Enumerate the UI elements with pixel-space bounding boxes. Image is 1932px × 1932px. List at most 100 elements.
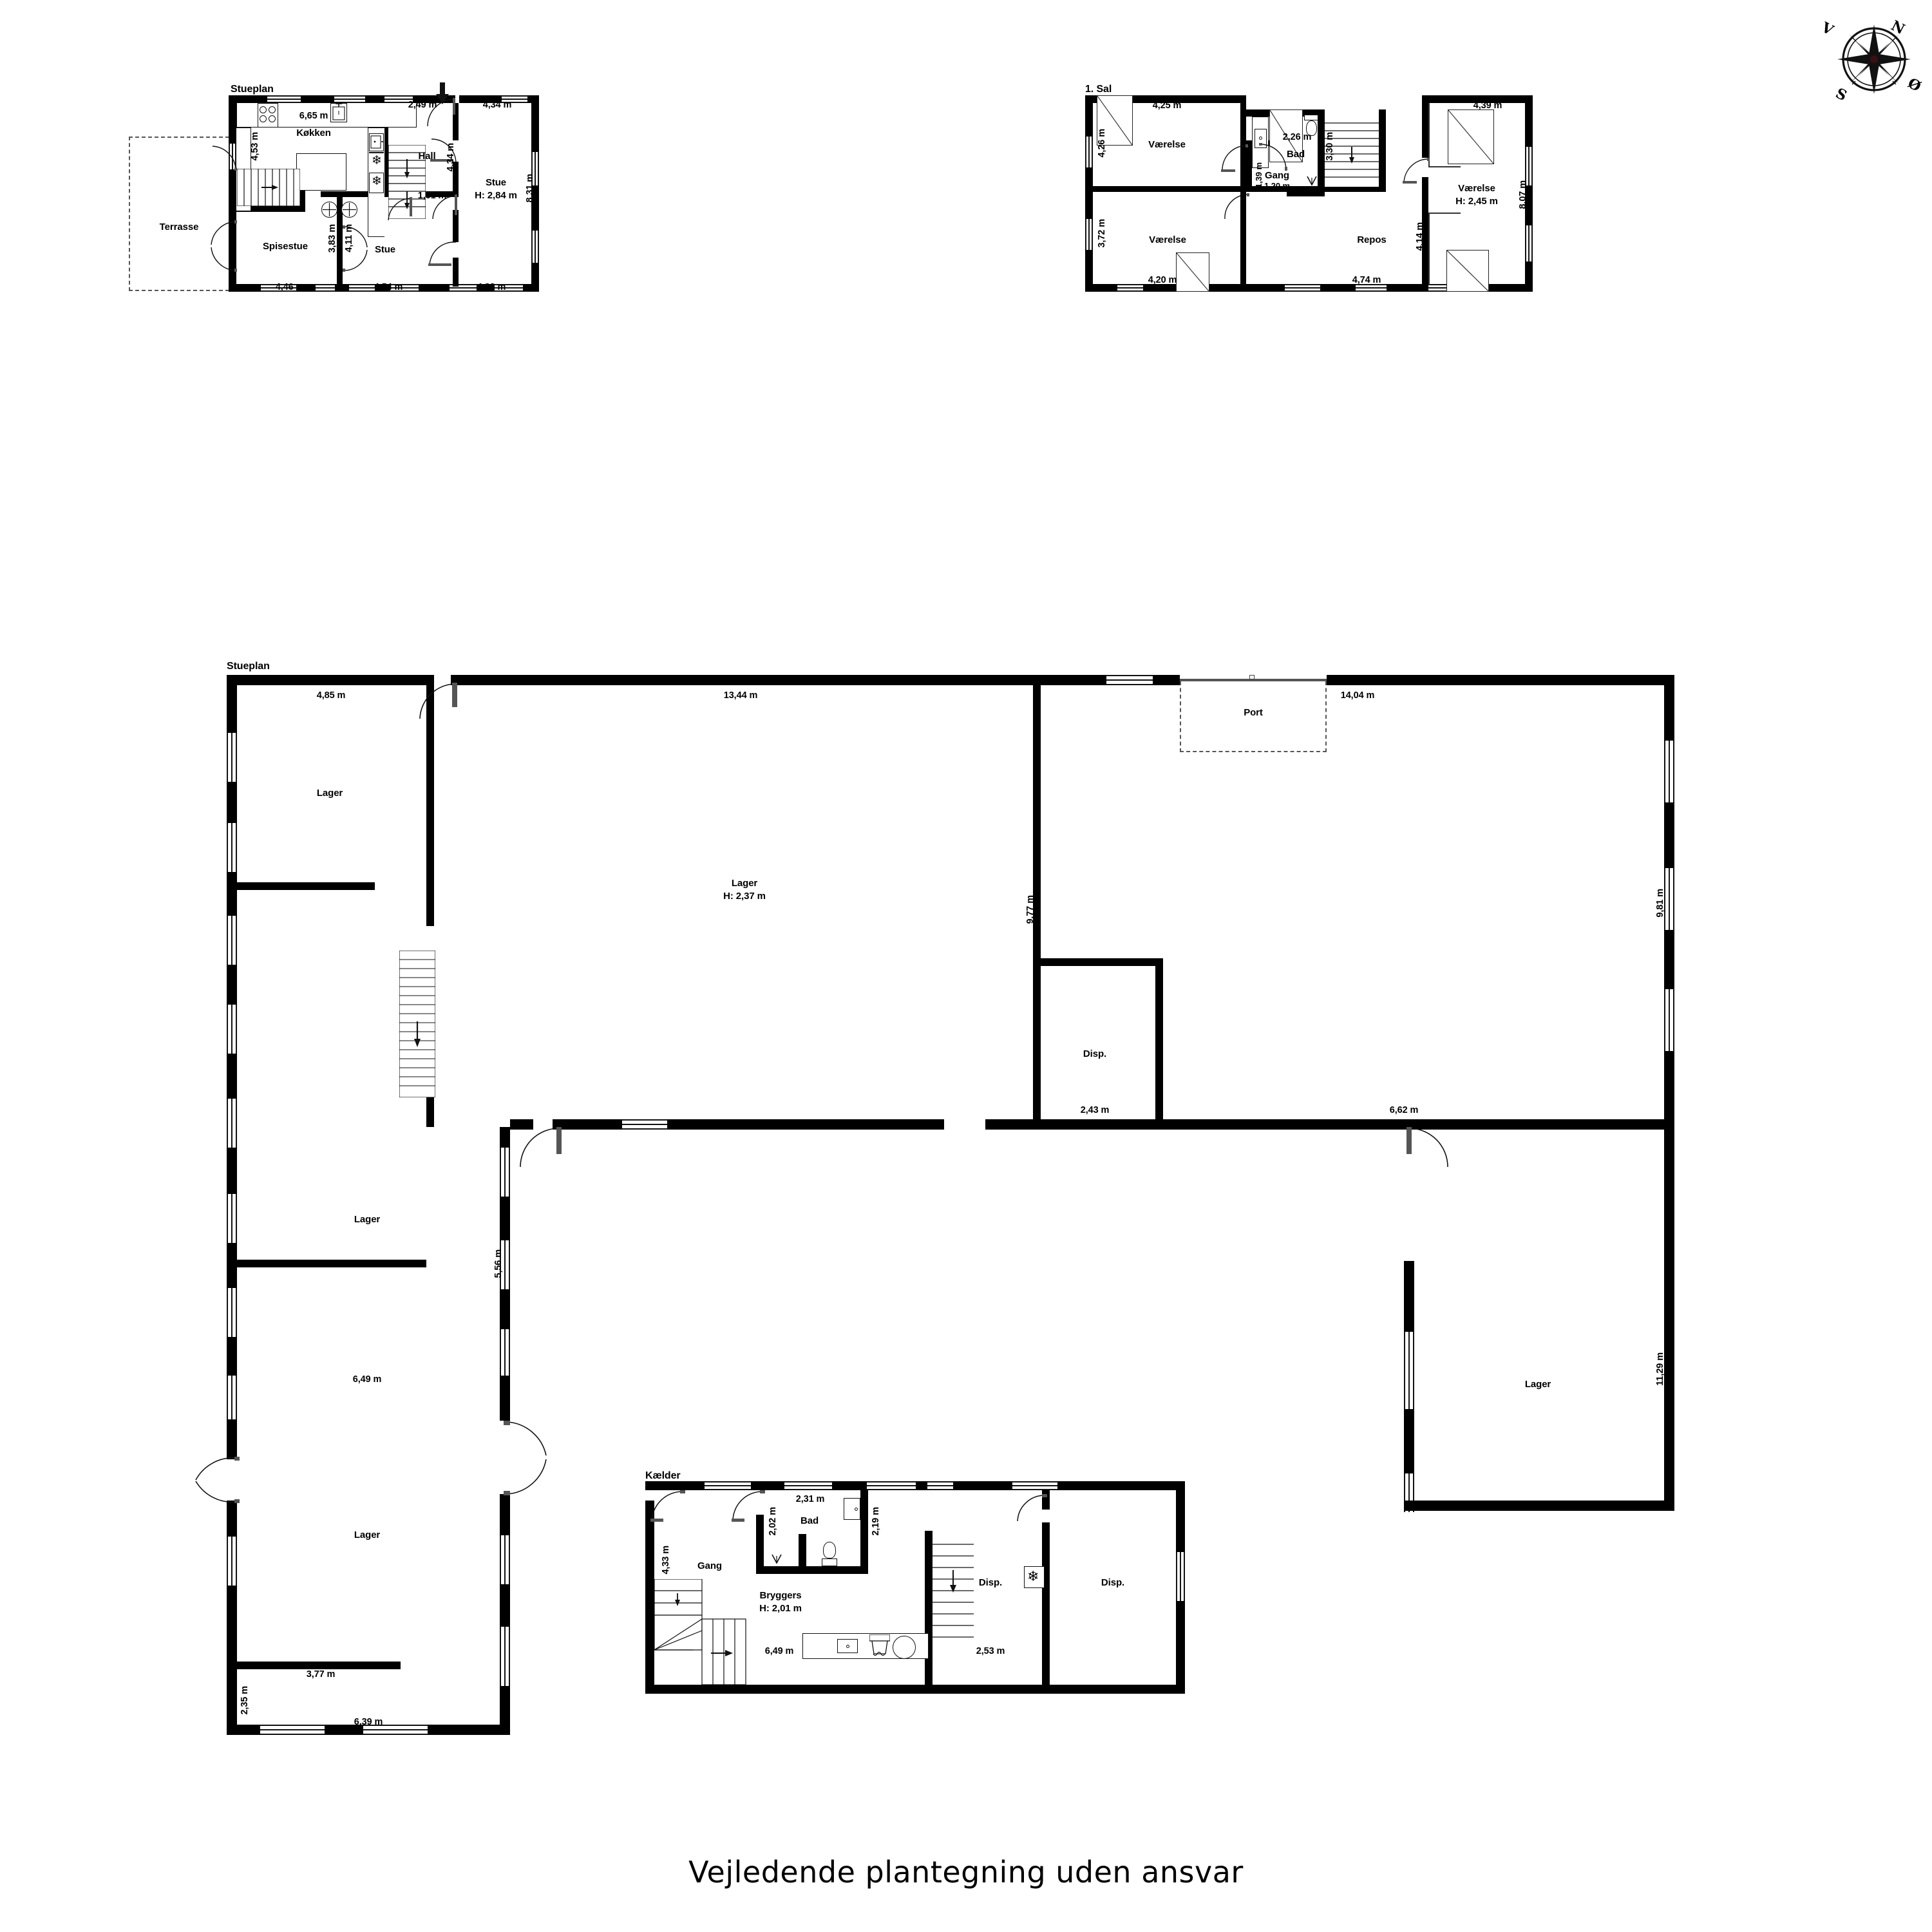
knee-wall-line-upper (1428, 103, 1430, 167)
dim-1-51: 1,51 m (417, 191, 447, 201)
bs-door-disp[interactable] (1016, 1494, 1047, 1524)
bs-bad-wall-mid (799, 1534, 806, 1569)
skylight-icon-3 (1448, 109, 1494, 164)
window-right-1[interactable] (531, 152, 539, 185)
bs-dryer-icon (893, 1636, 916, 1659)
door-entrance[interactable] (426, 98, 456, 128)
window-bottom-1[interactable] (261, 284, 296, 292)
wh-window-left-8[interactable] (227, 1376, 237, 1419)
wh-window-bottom-2[interactable] (363, 1725, 428, 1735)
bs-window-top-2[interactable] (784, 1481, 832, 1490)
wh-window-left-4[interactable] (227, 1005, 237, 1054)
bs-counter-sink-dot (846, 1645, 849, 1648)
ff-door-gang-vaerelse[interactable] (1221, 144, 1248, 173)
bs-window-top-1[interactable] (705, 1481, 751, 1490)
ff-room-label-bad: Bad (1286, 149, 1305, 160)
wh-wall-lw-right-1 (500, 1127, 510, 1148)
ff-door-bad[interactable] (1259, 143, 1287, 171)
dim-4-34-top: 4,34 m (482, 100, 512, 110)
wh-window-lwr-3[interactable] (500, 1329, 510, 1376)
ff-window-left-2[interactable] (1085, 219, 1093, 250)
wall-bottom-seg1 (229, 284, 261, 292)
ff-window-right-2[interactable] (1525, 225, 1533, 261)
door-terrasse-double[interactable] (207, 220, 237, 272)
ff-window-bottom-1[interactable] (1117, 284, 1143, 292)
window-bottom-3[interactable] (349, 284, 375, 292)
wh-window-left-7[interactable] (227, 1288, 237, 1337)
door-spisestue-double[interactable] (343, 225, 368, 272)
wall-interior-stue-left-upper (453, 103, 459, 140)
wh-window-left-1[interactable] (227, 733, 237, 782)
bs-window-top-3[interactable] (867, 1481, 916, 1490)
door-hall-bottom[interactable] (430, 194, 457, 220)
wh-window-lwr-5[interactable] (500, 1627, 510, 1686)
room-name-stue-top: Stue (485, 177, 507, 188)
wh-window-lwr-2[interactable] (500, 1240, 510, 1289)
wall-partition-top (321, 191, 392, 197)
ff-room-label-gang: Gang (1265, 170, 1289, 181)
bs-dim-6-49: 6,49 m (764, 1646, 794, 1656)
window-top-4[interactable] (502, 95, 527, 103)
wh-window-left-3[interactable] (227, 916, 237, 965)
wh-window-left-9[interactable] (227, 1537, 237, 1586)
wh-window-bottom-1[interactable] (260, 1725, 325, 1735)
wh-window-top-1[interactable] (1106, 675, 1153, 685)
bs-window-top-5[interactable] (1012, 1481, 1057, 1490)
wh-door-lw-right[interactable] (504, 1421, 550, 1495)
window-top-2[interactable] (334, 95, 365, 103)
wh-wall-top-mid-a (451, 675, 1106, 685)
window-right-2[interactable] (531, 231, 539, 263)
ff-window-bottom-3[interactable] (1356, 284, 1387, 292)
door-left-side[interactable] (210, 145, 237, 171)
ff-stairwell-wall-right (1379, 109, 1386, 192)
wh-dim-6-62: 6,62 m (1389, 1105, 1419, 1115)
shower-drain-dot (855, 1508, 858, 1511)
wh-dim-6-39: 6,39 m (354, 1717, 383, 1727)
wh-window-lwr-4[interactable] (500, 1535, 510, 1584)
bs-door-bad[interactable] (732, 1490, 765, 1524)
wh-window-left-6[interactable] (227, 1194, 237, 1243)
wall-bottom-seg2 (296, 284, 316, 292)
bs-window-top-4[interactable] (927, 1481, 953, 1490)
door-stue-lower[interactable] (428, 241, 457, 267)
window-top-3[interactable] (384, 95, 413, 103)
wh-window-left-5[interactable] (227, 1099, 237, 1148)
ff-window-left-1[interactable] (1085, 137, 1093, 167)
window-top-1[interactable] (267, 95, 301, 103)
window-bottom-4[interactable] (390, 284, 419, 292)
plan-ground-warehouse: Stueplan Port (0, 0, 1932, 1803)
wh-window-right-2[interactable] (1664, 868, 1674, 930)
wh-window-hall-bottom[interactable] (622, 1119, 667, 1130)
wall-interior-stue-left-lower2 (453, 210, 459, 242)
ff-window-right-1[interactable] (1525, 147, 1533, 185)
wh-window-left-2[interactable] (227, 823, 237, 872)
window-bottom-2[interactable] (316, 284, 335, 292)
door-hall-stue[interactable] (430, 138, 457, 164)
ff-window-bottom-4[interactable] (1422, 284, 1453, 292)
wh-wall-right-5 (1664, 1108, 1674, 1507)
toilet-icon (1306, 120, 1317, 136)
door-stairs[interactable] (387, 197, 413, 222)
wh-door-hall-bottom-right[interactable] (1406, 1127, 1449, 1170)
ff-wall-left-1 (1085, 95, 1093, 137)
ff-dim-4-39: 4,39 m (1473, 100, 1502, 111)
wh-window-right-1[interactable] (1664, 741, 1674, 802)
ff-room-label-repos: Repos (1357, 234, 1387, 245)
wh-door-left-outer[interactable] (193, 1457, 240, 1503)
hob-ring-2 (269, 106, 276, 113)
wh-window-lwr-1[interactable] (500, 1148, 510, 1197)
wh-window-right-3[interactable] (1664, 989, 1674, 1051)
bs-room-label-disp-2: Disp. (1101, 1577, 1125, 1588)
ff-window-bottom-2[interactable] (1285, 284, 1320, 292)
ff-door-right-vaerelse[interactable] (1403, 158, 1430, 185)
bs-window-right[interactable] (1176, 1552, 1185, 1601)
bs-wall-top-3 (832, 1481, 867, 1490)
bs-door-left-top[interactable] (650, 1490, 685, 1524)
kitchen-island (296, 153, 346, 191)
wh-door-top-left[interactable] (417, 683, 457, 723)
bs-wall-top-6 (1057, 1481, 1185, 1490)
wh-door-hall-bottom[interactable] (519, 1127, 562, 1170)
wh-window-brlager-1[interactable] (1404, 1332, 1414, 1409)
knee-wall-line-lower (1428, 213, 1430, 285)
window-bottom-6[interactable] (495, 284, 523, 292)
